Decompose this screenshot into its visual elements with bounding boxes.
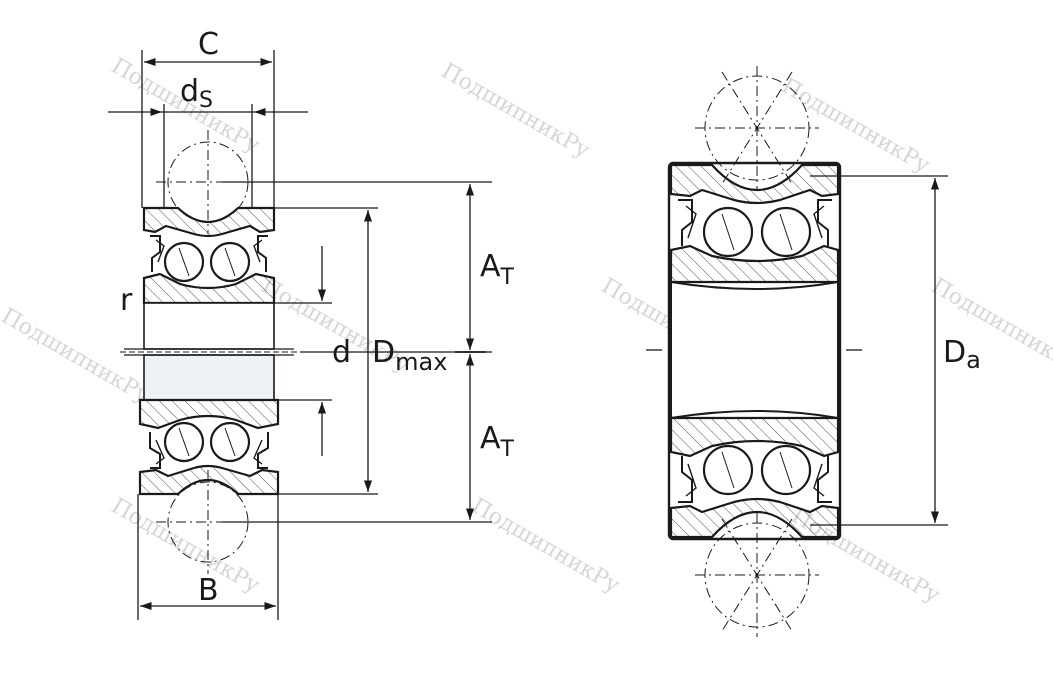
watermark: ПодшипникРу — [467, 494, 624, 599]
seal-right — [817, 456, 832, 503]
seal-right — [817, 199, 832, 246]
left-bearing-section — [120, 130, 300, 574]
seal-right — [257, 432, 269, 469]
seal-left — [678, 456, 693, 503]
label-dmax: Dmax — [372, 335, 447, 376]
label-c: C — [198, 27, 219, 62]
label-d: d — [332, 335, 351, 370]
seal-left — [150, 235, 161, 272]
seal-left-inner — [155, 439, 165, 465]
seal-right — [257, 235, 268, 272]
label-b: B — [198, 573, 219, 608]
inner-ring-bottom — [669, 416, 840, 458]
inner-ring-top — [142, 272, 276, 305]
outer-ring-bottom — [138, 464, 280, 496]
seal-right-inner — [813, 463, 825, 497]
bore-upper — [143, 302, 275, 350]
bore — [670, 280, 839, 420]
watermark: ПодшипникРу — [0, 304, 154, 409]
track-circle-top — [695, 66, 819, 190]
seal-left — [678, 199, 693, 246]
right-bearing-section — [646, 66, 862, 637]
label-r: r — [120, 283, 133, 318]
right-dimensions — [810, 175, 948, 526]
label-at-bottom: AT — [480, 421, 515, 462]
seal-left-inner — [685, 463, 697, 497]
seal-right-inner — [253, 239, 263, 263]
label-ds: dS — [180, 74, 213, 113]
outer-ring-bottom — [669, 497, 840, 539]
track-circle-bottom — [695, 513, 819, 637]
seal-left-inner — [685, 205, 697, 239]
outer-ring-outline — [667, 161, 842, 541]
left-dimensions — [108, 50, 492, 620]
label-at-top: AT — [480, 249, 515, 290]
inner-ring-top — [669, 244, 840, 284]
left-labels: C dS r d Dmax AT AT B — [120, 27, 515, 608]
watermark: ПодшипникРу — [437, 59, 594, 164]
label-da: Da — [943, 335, 981, 374]
bore-lower — [143, 354, 275, 401]
seal-right-inner — [813, 205, 825, 239]
outer-ring-top — [669, 163, 840, 205]
outer-ring-top — [142, 206, 276, 238]
seal-left-inner — [155, 239, 165, 263]
inner-ring-bottom — [138, 398, 280, 430]
seal-left — [149, 432, 161, 469]
seal-right-inner — [253, 439, 263, 465]
